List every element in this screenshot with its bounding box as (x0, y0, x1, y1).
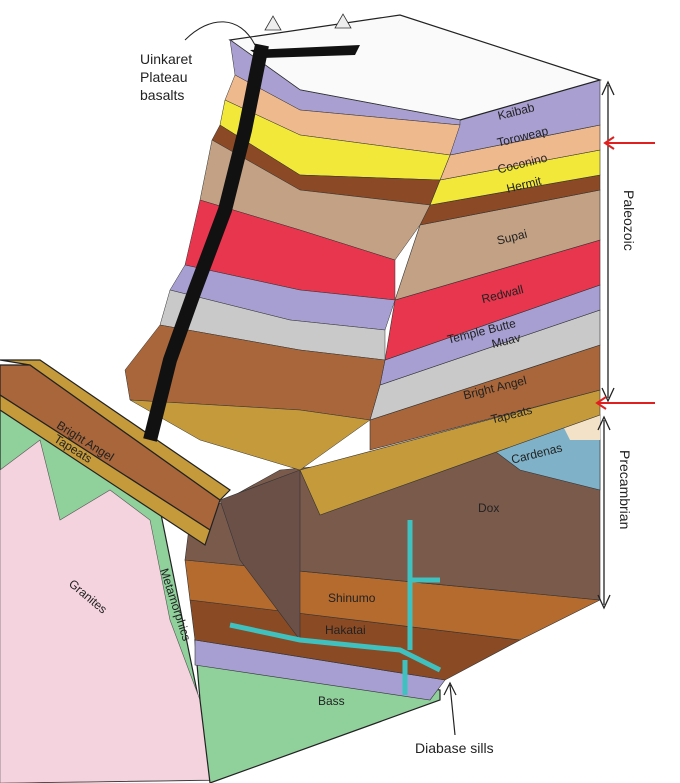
left-block-bright-angel (0, 364, 221, 531)
bass-label: Bass (318, 694, 345, 708)
cliff-tapeats (129, 399, 371, 471)
dox-label: Dox (478, 501, 499, 515)
basalt-label-line3: basalts (140, 87, 184, 103)
volcano-cones (264, 13, 352, 31)
diabase-label: Diabase sills (415, 740, 494, 756)
red-arrow-bottom (595, 396, 655, 410)
left-block-tapeats (0, 394, 211, 546)
tapeats-band (299, 389, 601, 516)
diabase-pointer (443, 681, 457, 736)
precambrian-bracket (597, 415, 611, 610)
diabase-sills (229, 520, 442, 695)
basalt-flow (250, 45, 360, 58)
shinumo-label: Shinumo (328, 591, 376, 605)
muav-label: Muav (490, 330, 522, 351)
left-block-top (0, 359, 231, 501)
paleozoic-bracket (601, 80, 615, 403)
hakatai-label: Hakatai (325, 623, 366, 637)
basalt-leader (184, 21, 256, 46)
red-arrow-top (603, 136, 655, 150)
paleozoic-label: Paleozoic (621, 190, 637, 251)
basalt-label-line2: Plateau (140, 69, 187, 85)
granites-region (0, 439, 211, 783)
precambrian-label: Precambrian (617, 450, 633, 529)
basalt-dike (143, 43, 269, 442)
basalt-label-line1: Uinkaret (140, 51, 192, 67)
